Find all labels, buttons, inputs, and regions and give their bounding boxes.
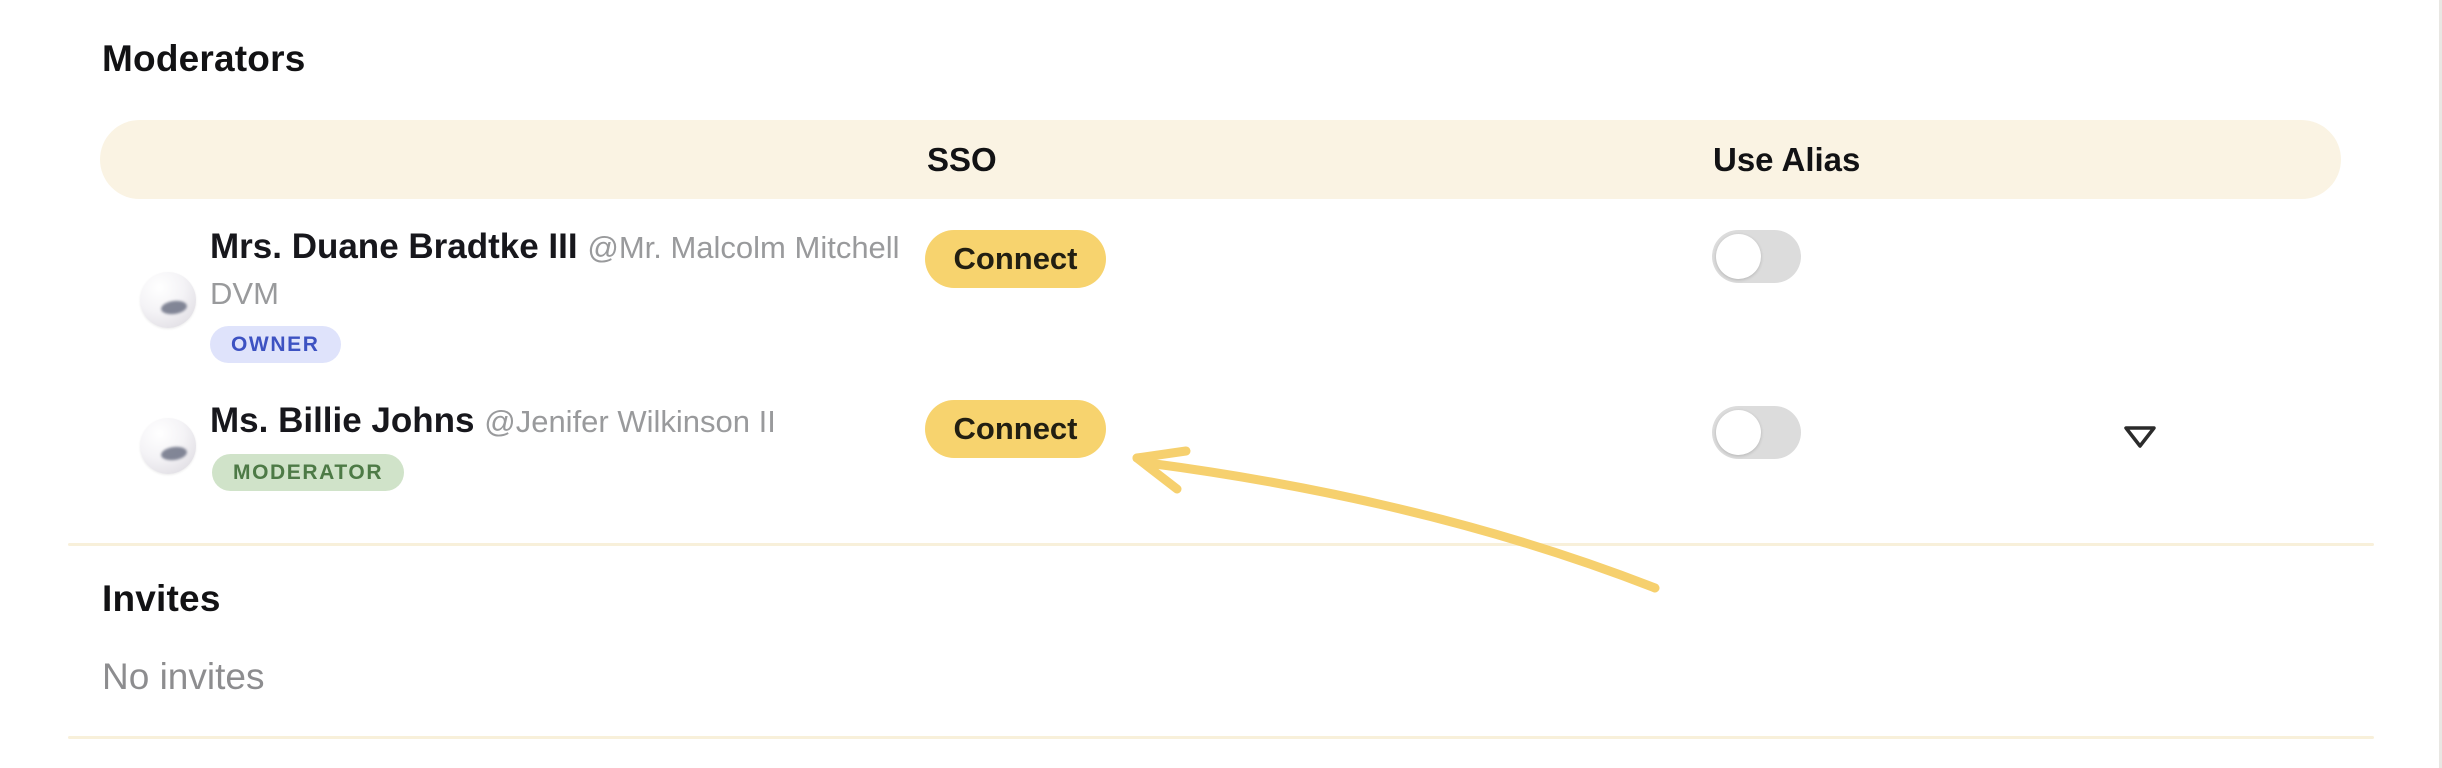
role-badge-owner: OWNER bbox=[210, 326, 341, 363]
role-badge-moderator: MODERATOR bbox=[212, 454, 405, 491]
member-name: Mrs. Duane Bradtke III bbox=[210, 227, 578, 266]
member-name-block: Mrs. Duane Bradtke III @Mr. Malcolm Mitc… bbox=[210, 224, 928, 316]
invites-section-title: Invites bbox=[102, 578, 221, 619]
toggle-knob bbox=[1716, 234, 1761, 279]
member-name-block: Ms. Billie Johns @Jenifer Wilkinson II bbox=[210, 398, 928, 444]
sso-connect-button[interactable]: Connect bbox=[925, 400, 1106, 458]
scrollbar-track[interactable] bbox=[2439, 0, 2442, 768]
column-header-sso: SSO bbox=[927, 140, 997, 178]
avatar bbox=[140, 418, 196, 474]
sso-connect-button[interactable]: Connect bbox=[925, 230, 1106, 288]
column-header-use-alias: Use Alias bbox=[1713, 140, 1861, 178]
no-invites-text: No invites bbox=[102, 656, 265, 697]
table-header-band: SSO Use Alias bbox=[100, 120, 2341, 199]
section-divider bbox=[68, 543, 2374, 546]
member-handle: @Jenifer Wilkinson II bbox=[484, 404, 776, 439]
section-divider bbox=[68, 736, 2374, 739]
use-alias-toggle[interactable] bbox=[1712, 406, 1801, 459]
avatar bbox=[140, 272, 196, 328]
member-handle: @Mr. Malcolm Mitchell DVM bbox=[210, 230, 900, 311]
toggle-knob bbox=[1716, 410, 1761, 455]
use-alias-toggle[interactable] bbox=[1712, 230, 1801, 283]
moderators-section-title: Moderators bbox=[102, 38, 306, 79]
dropdown-caret-icon[interactable] bbox=[2121, 420, 2159, 452]
member-name: Ms. Billie Johns bbox=[210, 401, 475, 440]
